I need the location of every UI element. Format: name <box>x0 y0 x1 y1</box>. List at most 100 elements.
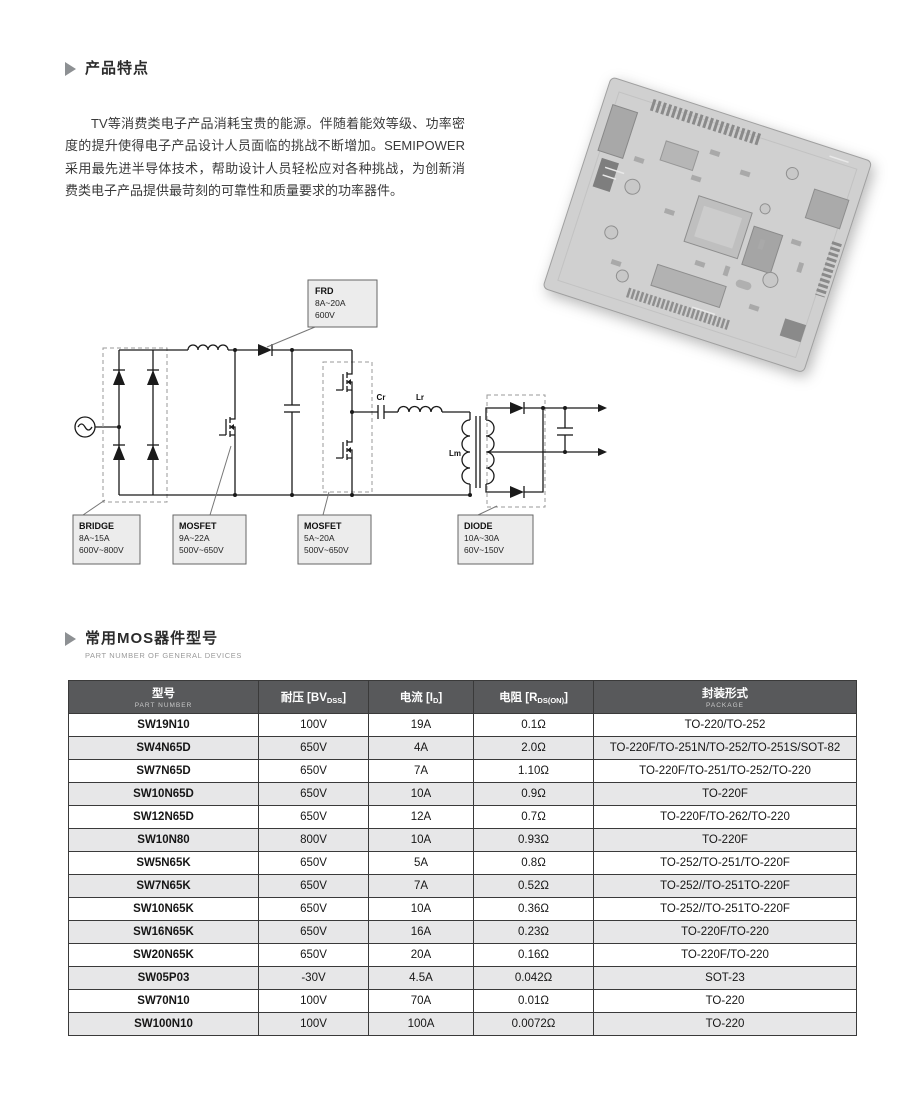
cell-current: 10A <box>368 897 474 921</box>
table-row: SW05P03 -30V 4.5A 0.042Ω SOT-23 <box>68 966 857 990</box>
cell-part-number: SW7N65K <box>68 874 259 898</box>
pcb-top-connector <box>649 98 763 146</box>
section-marker-icon <box>65 62 76 76</box>
cell-voltage: 100V <box>258 713 369 737</box>
boost-inductor <box>187 344 229 351</box>
mosfet-llc-callout-line1: 5A~20A <box>304 533 335 543</box>
pcb-capacitors <box>604 166 799 288</box>
cell-resistance: 0.8Ω <box>473 851 594 875</box>
cell-voltage: 650V <box>258 782 369 806</box>
mosfet-pfc-callout-line2: 500V~650V <box>179 545 224 555</box>
cell-resistance: 0.0072Ω <box>473 1012 594 1036</box>
output-diodes <box>486 394 546 508</box>
pcb-photo <box>522 62 894 410</box>
features-section-header: 产品特点 <box>65 60 149 78</box>
lr-label: Lr <box>416 393 424 402</box>
cell-voltage: 650V <box>258 759 369 783</box>
cell-package: TO-220/TO-252 <box>593 713 857 737</box>
cell-package: TO-220F/TO-220 <box>593 920 857 944</box>
cell-resistance: 0.16Ω <box>473 943 594 967</box>
mosfet-pfc-callout-line1: 9A~22A <box>179 533 210 543</box>
callout-frd: FRD 8A~20A 600V <box>307 279 378 328</box>
cell-package: TO-220F <box>593 828 857 852</box>
cell-current: 10A <box>368 828 474 852</box>
output-arrow-top <box>598 404 607 412</box>
mos-device-table: 型号 PART NUMBER 耐压 [BVDSS] 电流 [ID] 电阻 [RD… <box>68 680 857 1036</box>
table-row: SW7N65K 650V 7A 0.52Ω TO-252//TO-251TO-2… <box>68 874 857 898</box>
cell-part-number: SW19N10 <box>68 713 259 737</box>
col-header-package: 封装形式 PACKAGE <box>593 680 857 714</box>
cell-voltage: 650V <box>258 874 369 898</box>
cell-package: SOT-23 <box>593 966 857 990</box>
cell-part-number: SW10N65D <box>68 782 259 806</box>
transformer: Lm <box>449 407 510 497</box>
cell-current: 5A <box>368 851 474 875</box>
frd-diode <box>258 344 273 356</box>
cell-package: TO-220F <box>593 782 857 806</box>
cell-package: TO-220F/TO-251/TO-252/TO-220 <box>593 759 857 783</box>
table-row: SW10N65K 650V 10A 0.36Ω TO-252//TO-251TO… <box>68 897 857 921</box>
cell-voltage: 650V <box>258 920 369 944</box>
cell-package: TO-252//TO-251TO-220F <box>593 874 857 898</box>
pcb-photo-graphic <box>543 77 872 372</box>
cell-resistance: 0.52Ω <box>473 874 594 898</box>
cell-current: 4A <box>368 736 474 760</box>
cell-current: 16A <box>368 920 474 944</box>
diode-callout-line2: 60V~150V <box>464 545 504 555</box>
cell-part-number: SW70N10 <box>68 989 259 1013</box>
cell-resistance: 0.1Ω <box>473 713 594 737</box>
cell-current: 100A <box>368 1012 474 1036</box>
cell-voltage: 650V <box>258 805 369 829</box>
cell-resistance: 0.042Ω <box>473 966 594 990</box>
lm-label: Lm <box>449 449 461 458</box>
cell-package: TO-252//TO-251TO-220F <box>593 897 857 921</box>
table-row: SW19N10 100V 19A 0.1Ω TO-220/TO-252 <box>68 713 857 737</box>
circuit-schematic: Cr Lr Lm <box>65 270 625 570</box>
cell-current: 12A <box>368 805 474 829</box>
table-row: SW5N65K 650V 5A 0.8Ω TO-252/TO-251/TO-22… <box>68 851 857 875</box>
cell-voltage: 650V <box>258 851 369 875</box>
cell-package: TO-252/TO-251/TO-220F <box>593 851 857 875</box>
bridge-callout-line2: 600V~800V <box>79 545 124 555</box>
cell-part-number: SW7N65D <box>68 759 259 783</box>
frd-callout-line1: 8A~20A <box>315 298 346 308</box>
cell-current: 10A <box>368 782 474 806</box>
table-row: SW10N65D 650V 10A 0.9Ω TO-220F <box>68 782 857 806</box>
table-row: SW100N10 100V 100A 0.0072Ω TO-220 <box>68 1012 857 1036</box>
mosfet-pfc-callout-title: MOSFET <box>179 521 217 531</box>
cell-resistance: 0.01Ω <box>473 989 594 1013</box>
cell-part-number: SW20N65K <box>68 943 259 967</box>
table-row: SW16N65K 650V 16A 0.23Ω TO-220F/TO-220 <box>68 920 857 944</box>
cell-package: TO-220F/TO-262/TO-220 <box>593 805 857 829</box>
cell-resistance: 0.7Ω <box>473 805 594 829</box>
table-header-row: 型号 PART NUMBER 耐压 [BVDSS] 电流 [ID] 电阻 [RD… <box>68 680 857 714</box>
cell-part-number: SW100N10 <box>68 1012 259 1036</box>
cell-part-number: SW12N65D <box>68 805 259 829</box>
callout-mosfet-pfc: MOSFET 9A~22A 500V~650V <box>172 514 247 565</box>
pcb-smd-parts <box>610 149 805 312</box>
table-row: SW7N65D 650V 7A 1.10Ω TO-220F/TO-251/TO-… <box>68 759 857 783</box>
cell-package: TO-220 <box>593 1012 857 1036</box>
bridge-callout-title: BRIDGE <box>79 521 114 531</box>
diode-callout-title: DIODE <box>464 521 493 531</box>
bridge-rectifier <box>102 347 168 503</box>
cell-voltage: 650V <box>258 736 369 760</box>
section-marker-icon <box>65 632 76 646</box>
cell-part-number: SW05P03 <box>68 966 259 990</box>
resonant-tank: Cr Lr <box>352 393 470 419</box>
cell-part-number: SW16N65K <box>68 920 259 944</box>
half-bridge-mosfets <box>322 350 373 497</box>
cell-voltage: 100V <box>258 989 369 1013</box>
cell-voltage: 800V <box>258 828 369 852</box>
devices-section-header: 常用MOS器件型号 PART NUMBER OF GENERAL DEVICES <box>65 630 242 660</box>
cell-package: TO-220F/TO-220 <box>593 943 857 967</box>
cell-current: 70A <box>368 989 474 1013</box>
table-row: SW70N10 100V 70A 0.01Ω TO-220 <box>68 989 857 1013</box>
cell-resistance: 0.23Ω <box>473 920 594 944</box>
cell-current: 7A <box>368 874 474 898</box>
cell-part-number: SW10N65K <box>68 897 259 921</box>
cell-voltage: 650V <box>258 897 369 921</box>
table-row: SW10N80 800V 10A 0.93Ω TO-220F <box>68 828 857 852</box>
cell-voltage: 100V <box>258 1012 369 1036</box>
